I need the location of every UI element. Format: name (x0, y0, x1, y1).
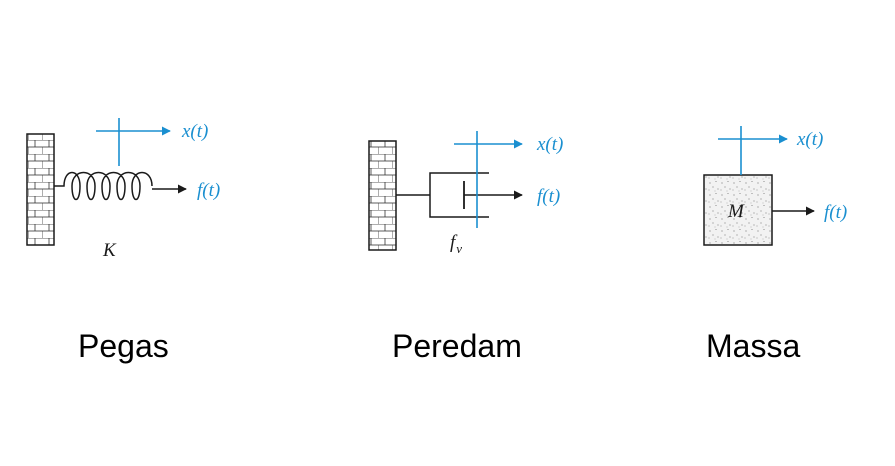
spring-displacement-label: x(t) (181, 121, 208, 142)
spring-constant-label: K (102, 240, 117, 261)
damper-caption: Peredam (392, 328, 522, 364)
spring-coil (54, 171, 153, 201)
damper-diagram: x(t) f(t) fv (368, 131, 563, 256)
damper-coefficient-subscript: v (456, 241, 462, 256)
damper-coefficient-symbol: f (450, 232, 458, 253)
spring-diagram: x(t) f(t) K (26, 118, 220, 261)
mass-caption: Massa (706, 328, 801, 364)
spring-force-label: f(t) (197, 180, 220, 201)
mass-force-label: f(t) (824, 202, 847, 223)
mass-displacement-label: x(t) (796, 129, 823, 150)
spring-wall (26, 133, 55, 246)
mass-label: M (727, 201, 745, 222)
damper-cylinder (429, 172, 489, 218)
mass-diagram: M x(t) f(t) (703, 126, 847, 246)
spring-caption: Pegas (78, 328, 169, 364)
mass-block (703, 174, 773, 246)
damper-displacement-label: x(t) (536, 134, 563, 155)
damper-wall (368, 140, 397, 251)
damper-coefficient-label: fv (450, 232, 462, 256)
damper-force-label: f(t) (537, 186, 560, 207)
